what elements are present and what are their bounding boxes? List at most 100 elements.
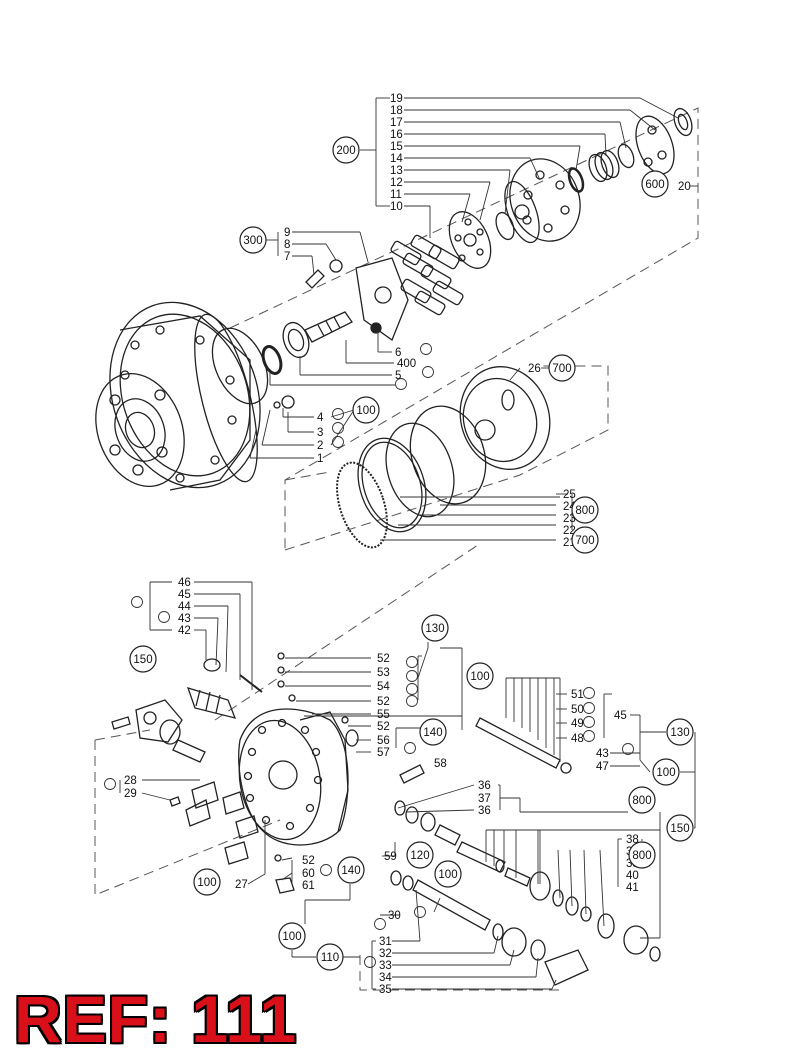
group-callout: 140 — [419, 718, 447, 746]
part-number-label: 23 — [563, 513, 576, 525]
group-callout-circle — [332, 136, 360, 164]
group-callout: 100 — [278, 922, 306, 950]
group-callout: 800 — [628, 841, 656, 869]
part-number-label: 34 — [379, 972, 392, 984]
group-callout: 100 — [466, 662, 494, 690]
part-number-label: 49 — [571, 718, 584, 730]
small-code-tag — [422, 366, 434, 378]
group-callout: 110 — [316, 943, 344, 971]
group-callout: 150 — [129, 645, 157, 673]
valve-plate — [635, 115, 675, 175]
group-callout-circle — [641, 170, 669, 198]
group-callout: 100 — [434, 860, 462, 888]
small-code-tag — [583, 730, 595, 742]
group-callout-number: 200 — [336, 145, 355, 157]
group-callout-circle — [628, 841, 656, 869]
small-code-tag — [406, 695, 418, 707]
motor-housing — [95, 301, 261, 491]
part-number-label: 7 — [284, 251, 290, 263]
small-code-tag — [583, 702, 595, 714]
group-callout: 120 — [406, 841, 434, 869]
part-number-label: 13 — [390, 165, 403, 177]
plug-row — [274, 652, 359, 894]
group-callout-number: 140 — [341, 865, 360, 877]
group-callout-circle — [337, 856, 365, 884]
group-callout-number: 800 — [575, 505, 594, 517]
piston-set — [390, 234, 464, 316]
leader-line — [405, 809, 475, 813]
cylinder-block — [504, 158, 581, 244]
lower-dashed-boundary — [94, 544, 560, 991]
part-number-label: 52 — [377, 721, 390, 733]
cover-housing — [238, 708, 349, 846]
part-number-label: 10 — [390, 201, 403, 213]
part-number-label: 17 — [390, 117, 403, 129]
upper-dashed-boundary — [229, 107, 699, 551]
group-callout-circle — [628, 786, 656, 814]
part-number-label: 38 — [626, 834, 639, 846]
group-callout-number: 100 — [656, 767, 675, 779]
part-number-label: 22 — [563, 525, 576, 537]
leader-line — [479, 181, 491, 221]
leader-line — [225, 605, 229, 673]
group-callout: 100 — [193, 868, 221, 896]
group-callout: 100 — [352, 396, 380, 424]
leader-line — [509, 949, 515, 966]
group-callout: 700 — [548, 354, 576, 382]
group-callout-number: 700 — [552, 363, 571, 375]
leader-line — [359, 231, 369, 263]
part-number-label: 37 — [478, 793, 491, 805]
leader-line — [509, 367, 521, 381]
leader-line — [639, 759, 651, 773]
small-ring-3 — [281, 395, 295, 409]
small-code-tag — [332, 436, 344, 448]
leader-line — [281, 872, 293, 881]
group-callout-number: 100 — [356, 405, 375, 417]
part-number-label: 18 — [390, 105, 403, 117]
part-number-label: 6 — [395, 347, 401, 359]
group-callout-circle — [571, 526, 599, 554]
part-number-label: 36 — [478, 805, 491, 817]
part-number-label: 32 — [379, 948, 392, 960]
group-callout-circle — [239, 226, 267, 254]
small-code-tag — [320, 864, 332, 876]
brake-piston-26 — [459, 366, 551, 470]
group-callout-number: 150 — [133, 654, 152, 666]
part-number-label: 54 — [377, 681, 390, 693]
group-callout-number: 300 — [243, 235, 262, 247]
group-callout-circle — [434, 860, 462, 888]
part-number-label: 50 — [571, 704, 584, 716]
leader-line — [141, 792, 171, 801]
group-callout-circle — [652, 758, 680, 786]
reference-number: REF: 111 — [14, 982, 298, 1056]
seal-ring-5 — [261, 345, 283, 375]
plate-23 — [357, 437, 427, 533]
small-code-tag — [131, 596, 143, 608]
leader-line — [557, 849, 561, 899]
group-callout: 100 — [652, 758, 680, 786]
leader-line — [504, 169, 511, 215]
part-number-label: 5 — [395, 370, 401, 382]
group-callout: 800 — [628, 786, 656, 814]
leader-line — [433, 897, 441, 913]
group-callout-circle — [278, 922, 306, 950]
leader-line — [461, 193, 471, 223]
leader-line — [493, 935, 499, 954]
group-callout-number: 100 — [438, 869, 457, 881]
part-number-label: 3 — [317, 427, 323, 439]
part-number-label: 51 — [571, 689, 584, 701]
leader-line — [415, 889, 421, 942]
small-code-tag — [406, 683, 418, 695]
part-number-label: 59 — [384, 851, 397, 863]
part-number-label: 30 — [388, 910, 401, 922]
leader-line — [599, 849, 605, 927]
group-callout-number: 120 — [410, 850, 429, 862]
group-callout-number: 100 — [282, 931, 301, 943]
shuttle-valve-row — [390, 870, 589, 986]
small-code-tag — [364, 956, 376, 968]
group-callout-number: 800 — [632, 850, 651, 862]
bearing-19 — [673, 107, 693, 137]
nut-61 — [275, 877, 295, 894]
part-number-label: 40 — [626, 870, 639, 882]
part-number-label: 45 — [614, 710, 627, 722]
